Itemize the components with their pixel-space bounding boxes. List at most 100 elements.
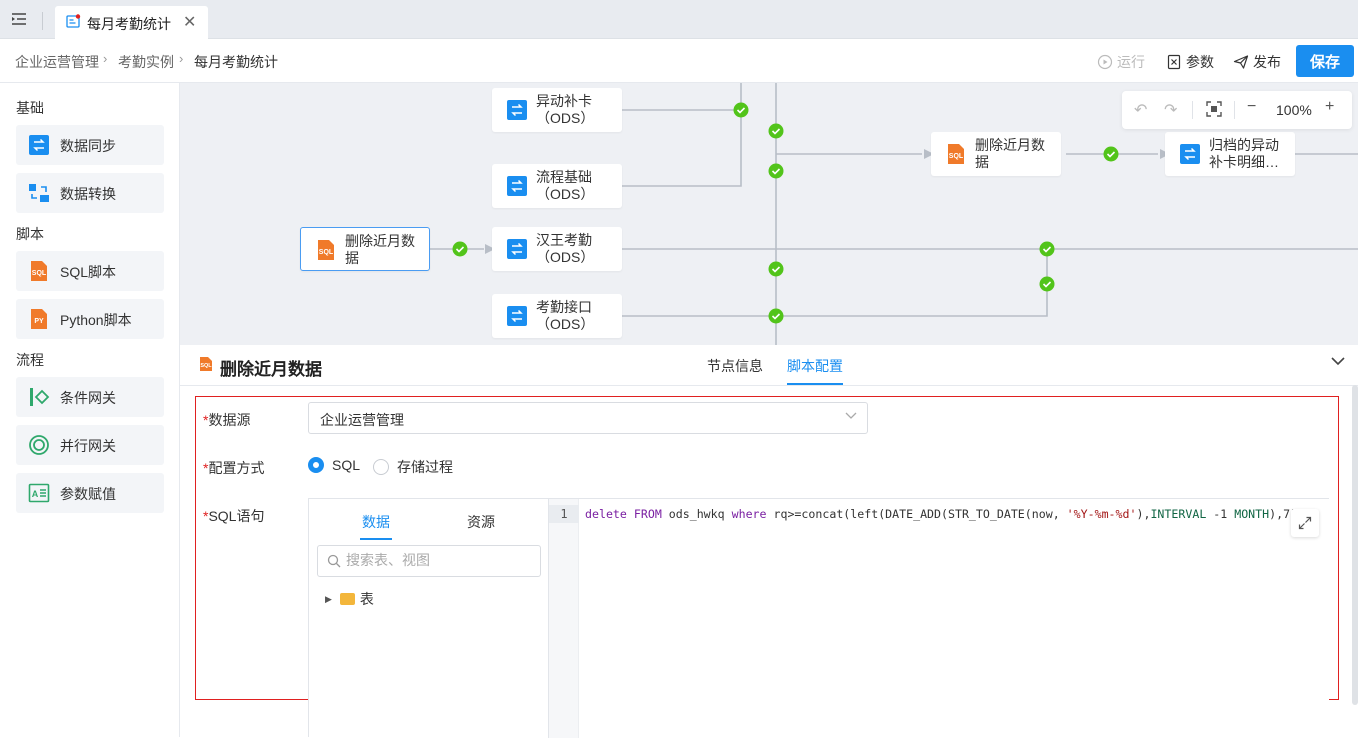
node-sync-attendance-api[interactable]: 考勤接口（ODS） [492, 294, 622, 338]
check-icon [768, 123, 784, 139]
zoom-out-button[interactable]: − [1247, 98, 1257, 115]
params-button[interactable]: 参数 [1166, 52, 1214, 72]
search-input[interactable] [346, 552, 526, 568]
breadcrumb-item[interactable]: 企业运营管理 [15, 54, 99, 70]
sidebar-item-condition-gateway[interactable]: 条件网关 [16, 377, 164, 417]
tab-node-info[interactable]: 节点信息 [707, 358, 763, 374]
group-title-flow: 流程 [16, 352, 44, 368]
edge [622, 83, 742, 111]
radio-unchecked-icon [373, 459, 389, 475]
chevron-right-icon: › [179, 51, 184, 66]
tab-data[interactable]: 数据 [362, 514, 390, 530]
sidebar-item-label: 数据转换 [60, 186, 116, 202]
play-icon [1097, 54, 1113, 70]
sql-icon: SQL [945, 143, 967, 165]
svg-text:PY: PY [34, 318, 44, 325]
radio-label: 存储过程 [397, 459, 453, 475]
breadcrumb-item[interactable]: 考勤实例 [118, 54, 174, 70]
divider [1192, 101, 1193, 119]
node-sync-process-base[interactable]: 流程基础（ODS） [492, 164, 622, 208]
redo-icon[interactable]: ↷ [1164, 102, 1178, 119]
sidebar-item-label: SQL脚本 [60, 264, 117, 280]
workflow-canvas[interactable]: 异动补卡（ODS） 流程基础（ODS） 汉王考勤（ODS） 考勤接口（ODS） … [180, 83, 1358, 345]
node-sql-delete-selected[interactable]: SQL 删除近月数据 [300, 227, 430, 271]
edge [622, 110, 742, 187]
node-sql-delete[interactable]: SQL 删除近月数据 [931, 132, 1061, 176]
sidebar-item-label: 条件网关 [60, 390, 116, 406]
tab-monthly-attendance[interactable]: 每月考勤统计 ✕ [55, 6, 208, 39]
folder-icon [339, 593, 355, 605]
active-tab-indicator [787, 383, 843, 385]
component-sidebar: 基础 数据同步 数据转换 脚本 SQL SQL脚本 PY Python脚本 流程… [0, 83, 180, 737]
sidebar-item-python-script[interactable]: PY Python脚本 [16, 299, 164, 339]
group-title-script: 脚本 [16, 226, 44, 242]
radio-stored-procedure[interactable]: 存储过程 [373, 457, 453, 477]
panel-scrollbar[interactable] [1352, 385, 1358, 705]
tree-node-label: 表 [359, 591, 374, 607]
sync-icon [506, 305, 528, 327]
run-label: 运行 [1117, 54, 1145, 70]
sidebar-item-param-assign[interactable]: A 参数赋值 [16, 473, 164, 513]
node-sync-hanwang[interactable]: 汉王考勤（ODS） [492, 227, 622, 271]
send-icon [1233, 54, 1249, 70]
node-sublabel: （ODS） [536, 110, 595, 126]
sql-icon: SQL [315, 239, 337, 261]
condition-gateway-icon [28, 386, 50, 408]
check-icon [768, 163, 784, 179]
node-label: 异动补卡 [536, 93, 592, 109]
svg-text:SQL: SQL [200, 363, 212, 369]
transform-icon [28, 182, 50, 204]
node-sync-archive[interactable]: 归档的异动补卡明细… [1165, 132, 1295, 176]
arrow-head [485, 244, 495, 254]
expand-icon[interactable] [1291, 509, 1319, 537]
divider [180, 385, 1358, 386]
sidebar-item-data-transform[interactable]: 数据转换 [16, 173, 164, 213]
caret-right-icon[interactable]: ▶ [325, 593, 332, 604]
arrow-head [924, 149, 934, 159]
sidebar-item-sql-script[interactable]: SQL SQL脚本 [16, 251, 164, 291]
undo-icon[interactable]: ↶ [1134, 102, 1148, 119]
sync-icon [506, 175, 528, 197]
node-label: 删除近月数 [975, 137, 1045, 153]
chevron-down-icon [845, 409, 857, 424]
active-tab-indicator [360, 538, 392, 540]
radio-label: SQL [332, 457, 361, 473]
close-icon[interactable]: ✕ [183, 14, 197, 31]
line-gutter [549, 499, 579, 738]
zoom-level: 100% [1276, 102, 1312, 118]
node-label: 流程基础 [536, 169, 592, 185]
menu-toggle-icon[interactable] [10, 10, 32, 30]
zoom-toolbar: ↶ ↷ − 100% + [1122, 91, 1352, 129]
sidebar-item-label: 数据同步 [60, 138, 116, 154]
publish-label: 发布 [1253, 54, 1281, 70]
zoom-in-button[interactable]: + [1325, 98, 1335, 115]
code-editor[interactable]: 1 delete FROM ods_hwkq where rq>=concat(… [549, 499, 1329, 738]
python-icon: PY [28, 308, 50, 330]
sidebar-item-parallel-gateway[interactable]: 并行网关 [16, 425, 164, 465]
check-icon [452, 241, 468, 257]
save-button[interactable]: 保存 [1296, 45, 1354, 77]
sql-label: *SQL语句 [203, 508, 265, 524]
sync-icon [28, 134, 50, 156]
edge [622, 249, 1048, 317]
check-icon [1039, 276, 1055, 292]
node-sync-transfer-card[interactable]: 异动补卡（ODS） [492, 88, 622, 132]
check-icon [768, 261, 784, 277]
sidebar-item-label: 并行网关 [60, 438, 116, 454]
sidebar-item-data-sync[interactable]: 数据同步 [16, 125, 164, 165]
node-label: 汉王考勤 [536, 232, 592, 248]
node-label: 归档的异动 [1209, 137, 1279, 153]
run-button[interactable]: 运行 [1097, 52, 1145, 72]
sql-icon: SQL [28, 260, 50, 282]
header-bar: 企业运营管理 › 考勤实例 › 每月考勤统计 运行 参数 发布 [0, 39, 1358, 83]
search-icon [327, 554, 341, 568]
svg-text:SQL: SQL [949, 153, 964, 160]
radio-sql[interactable]: SQL [308, 457, 360, 473]
tab-script-config[interactable]: 脚本配置 [787, 358, 843, 374]
datasource-select[interactable]: 企业运营管理 [308, 402, 868, 434]
publish-button[interactable]: 发布 [1233, 52, 1281, 72]
chevron-down-icon[interactable] [1330, 353, 1346, 374]
params-icon [1166, 54, 1182, 70]
tab-resource[interactable]: 资源 [467, 514, 495, 530]
tree-node-tables[interactable]: ▶ 表 [325, 589, 374, 609]
